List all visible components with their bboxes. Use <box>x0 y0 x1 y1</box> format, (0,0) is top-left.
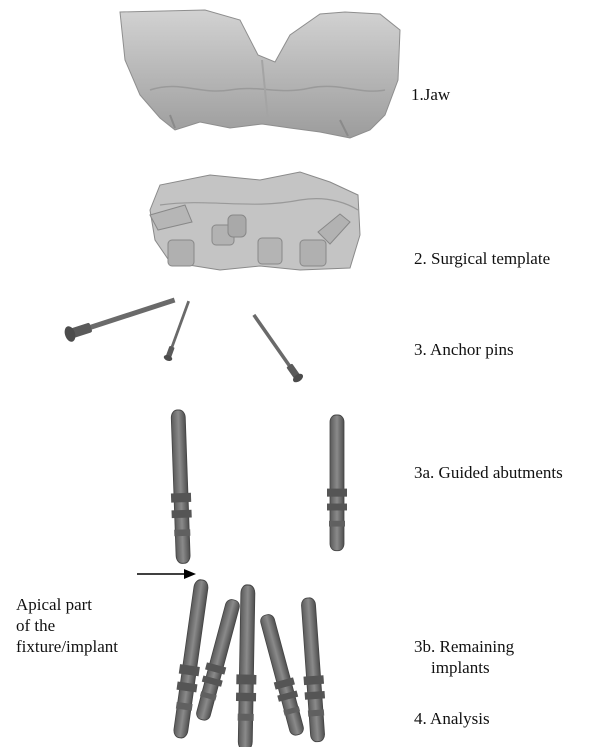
guided-abutments-model <box>168 410 347 564</box>
label-remaining-line2: implants <box>414 657 514 678</box>
label-guided-abutments: 3a. Guided abutments <box>414 462 563 483</box>
label-apical-line1: Apical part <box>16 594 118 615</box>
label-jaw: 1.Jaw <box>411 84 450 105</box>
label-analysis: 4. Analysis <box>414 708 490 729</box>
label-anchor-pins: 3. Anchor pins <box>414 339 514 360</box>
jaw-model <box>120 10 400 138</box>
label-apical-part: Apical part of the fixture/implant <box>16 594 118 657</box>
label-apical-line3: fixture/implant <box>16 636 118 657</box>
anchor-pins-model <box>63 292 305 384</box>
label-apical-line2: of the <box>16 615 118 636</box>
apical-arrow <box>137 569 196 579</box>
remaining-implants-model <box>170 579 328 747</box>
label-remaining-line1: 3b. Remaining <box>414 636 514 657</box>
label-surgical-template: 2. Surgical template <box>414 248 550 269</box>
surgical-template-model <box>150 172 360 270</box>
label-remaining-implants: 3b. Remaining implants <box>414 636 514 678</box>
